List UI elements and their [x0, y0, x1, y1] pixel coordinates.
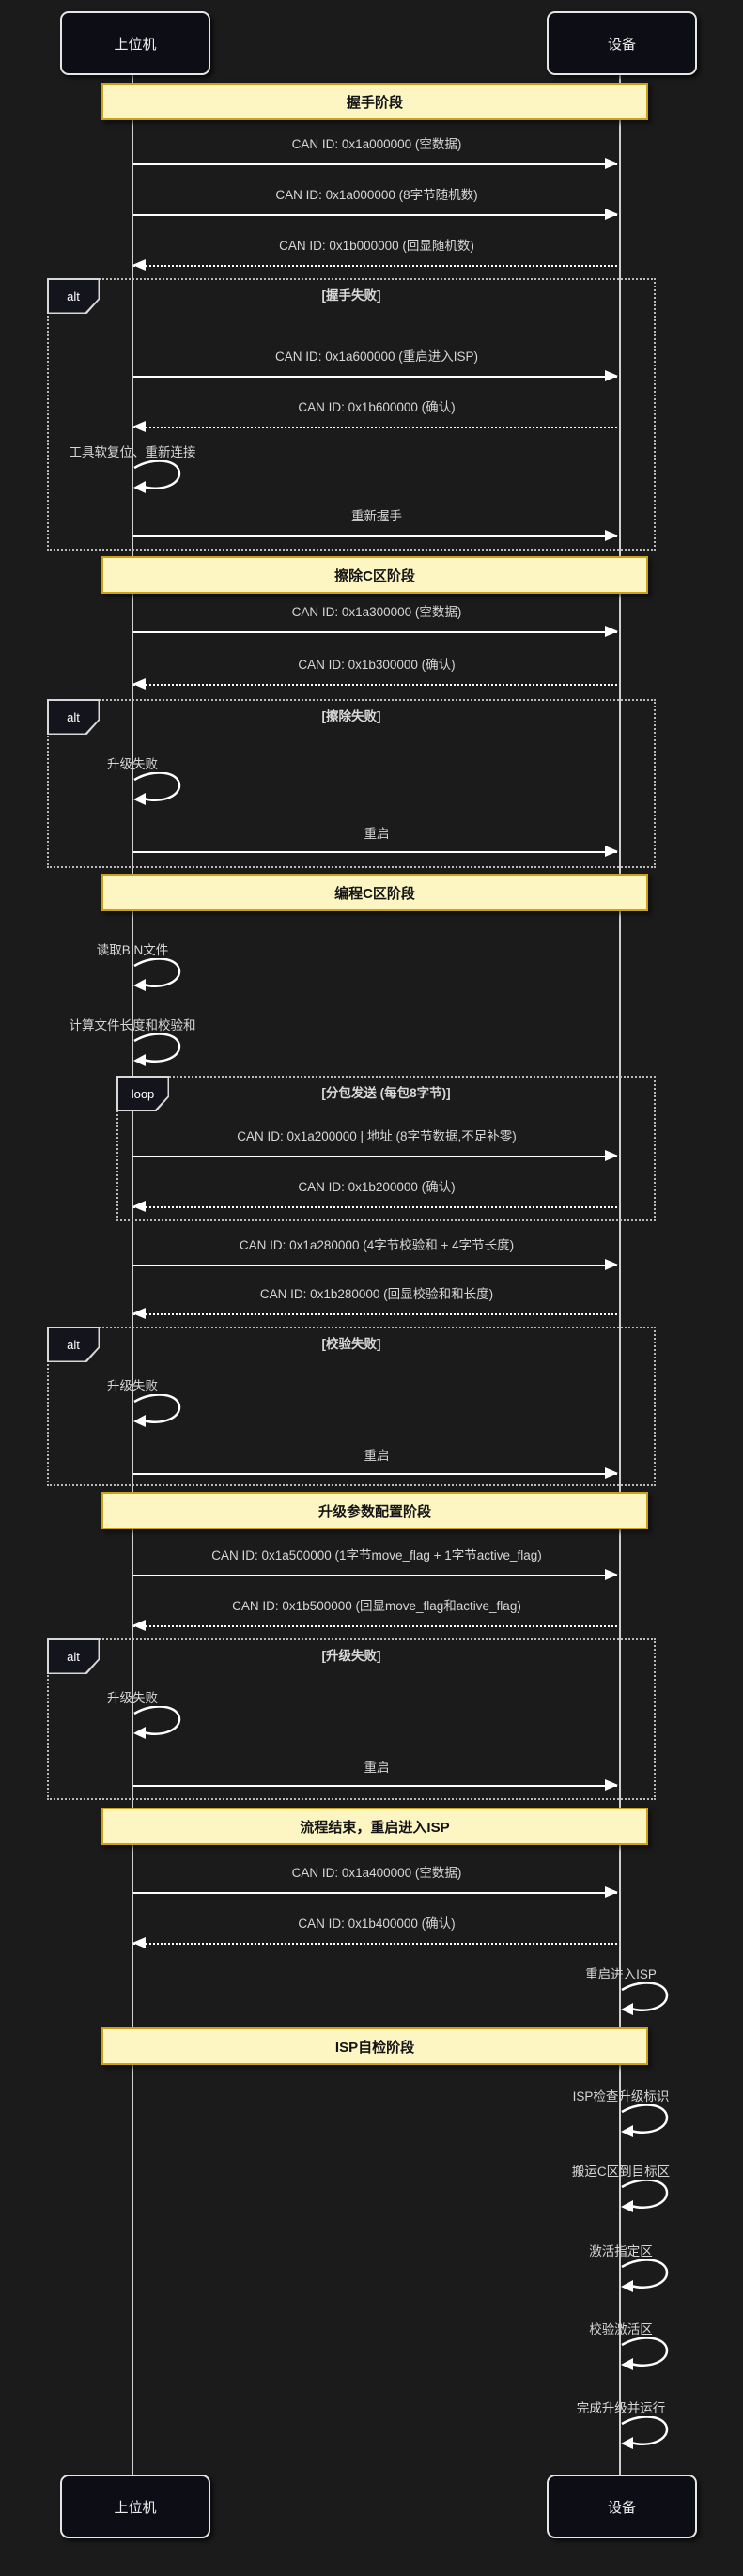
phase-note-erase: 擦除C区阶段	[101, 556, 648, 594]
self-message-label: 搬运C区到目标区	[571, 2165, 671, 2179]
self-message-label: 激活指定区	[589, 2244, 653, 2258]
self-message-label: 重启进入ISP	[585, 1967, 657, 1981]
alt-frame-verify-fail: alt [校验失败]	[47, 1327, 656, 1486]
message-label: CAN ID: 0x1b200000 (确认)	[298, 1180, 456, 1194]
self-message-label: 升级失败	[107, 1691, 158, 1705]
message-label: CAN ID: 0x1a200000 | 地址 (8字节数据,不足补零)	[237, 1129, 517, 1143]
lifeline-device	[619, 73, 621, 2475]
frame-label-text: alt	[48, 279, 99, 313]
message-label: CAN ID: 0x1a500000 (1字节move_flag + 1字节ac…	[211, 1548, 542, 1562]
frame-label-text: alt	[48, 700, 99, 734]
self-loop-arrow	[133, 460, 181, 493]
self-loop-arrow	[133, 772, 181, 805]
message-label: CAN ID: 0x1a000000 (空数据)	[291, 137, 462, 151]
message-arrow-right	[133, 846, 618, 857]
message-arrow-right	[133, 530, 618, 541]
message-label: CAN ID: 0x1b000000 (回显随机数)	[279, 239, 474, 253]
frame-label-text: alt	[48, 1639, 99, 1673]
self-message-label: 计算文件长度和校验和	[69, 1018, 196, 1032]
phase-note-program: 编程C区阶段	[101, 874, 648, 911]
message-label: CAN ID: 0x1a600000 (重启进入ISP)	[274, 349, 479, 364]
frame-label-text: alt	[48, 1327, 99, 1361]
frame-condition: [分包发送 (每包8字节)]	[321, 1086, 451, 1100]
self-message-label: 校验激活区	[589, 2322, 653, 2336]
message-label: CAN ID: 0x1b400000 (确认)	[298, 1916, 456, 1931]
self-loop-arrow	[133, 1706, 181, 1739]
self-loop-arrow	[133, 1394, 181, 1427]
message-label: CAN ID: 0x1a280000 (4字节校验和 + 4字节长度)	[239, 1238, 515, 1252]
message-label: CAN ID: 0x1a300000 (空数据)	[291, 605, 462, 619]
frame-label: alt	[47, 1327, 100, 1362]
phase-note-handshake: 握手阶段	[101, 83, 648, 120]
phase-note-params: 升级参数配置阶段	[101, 1492, 648, 1529]
message-arrow-left	[132, 259, 617, 271]
frame-label: alt	[47, 278, 100, 314]
message-arrow-left	[132, 1201, 617, 1212]
self-loop-arrow	[133, 1033, 181, 1066]
message-arrow-right	[133, 370, 618, 381]
message-arrow-right	[133, 1467, 618, 1479]
frame-condition: [握手失败]	[321, 288, 381, 303]
frame-condition: [擦除失败]	[321, 709, 381, 723]
self-message-label: ISP检查升级标识	[572, 2089, 670, 2103]
loop-frame-packets: loop [分包发送 (每包8字节)]	[116, 1076, 656, 1221]
message-arrow-right	[133, 1569, 618, 1580]
message-label: CAN ID: 0x1b500000 (回显move_flag和active_f…	[232, 1599, 521, 1613]
message-label: 重新握手	[351, 509, 402, 523]
phase-note-finish: 流程结束，重启进入ISP	[101, 1808, 648, 1845]
message-label: CAN ID: 0x1a400000 (空数据)	[291, 1866, 462, 1880]
actor-host-top: 上位机	[60, 11, 210, 75]
message-label: CAN ID: 0x1b300000 (确认)	[298, 658, 456, 672]
frame-label: alt	[47, 699, 100, 735]
alt-frame-upgrade-fail: alt [升级失败]	[47, 1638, 656, 1800]
message-arrow-right	[133, 158, 618, 169]
self-loop-arrow	[621, 2416, 669, 2449]
self-loop-arrow	[621, 2180, 669, 2212]
message-label: CAN ID: 0x1b600000 (确认)	[298, 400, 456, 414]
self-message-label: 升级失败	[107, 757, 158, 771]
self-message-label: 读取BIN文件	[96, 943, 169, 957]
message-arrow-left	[132, 1308, 617, 1319]
message-arrow-left	[132, 1620, 617, 1631]
message-arrow-right	[133, 209, 618, 220]
frame-label-text: loop	[117, 1077, 168, 1110]
message-label: 重启	[364, 827, 390, 841]
message-arrow-right	[133, 1886, 618, 1898]
message-arrow-right	[133, 1150, 618, 1161]
message-arrow-left	[132, 678, 617, 690]
alt-frame-handshake-fail: alt [握手失败]	[47, 278, 656, 551]
message-arrow-left	[132, 421, 617, 432]
actor-device-bottom: 设备	[547, 2475, 697, 2538]
alt-frame-erase-fail: alt [擦除失败]	[47, 699, 656, 868]
message-arrow-left	[132, 1937, 617, 1948]
self-loop-arrow	[621, 2104, 669, 2137]
phase-note-isp-check: ISP自检阶段	[101, 2027, 648, 2065]
message-arrow-right	[133, 1779, 618, 1791]
actor-device-top: 设备	[547, 11, 697, 75]
lifeline-host	[132, 73, 133, 2475]
self-message-label: 完成升级并运行	[576, 2401, 666, 2415]
message-label: 重启	[364, 1449, 390, 1463]
self-loop-arrow	[133, 958, 181, 991]
self-loop-arrow	[621, 1982, 669, 2015]
self-message-label: 升级失败	[107, 1379, 158, 1393]
frame-label: loop	[116, 1076, 169, 1111]
message-arrow-right	[133, 1259, 618, 1270]
frame-condition: [校验失败]	[321, 1337, 381, 1351]
self-loop-arrow	[621, 2337, 669, 2370]
message-label: CAN ID: 0x1b280000 (回显校验和和长度)	[259, 1287, 494, 1301]
self-message-label: 工具软复位、重新连接	[69, 445, 196, 459]
self-loop-arrow	[621, 2259, 669, 2292]
frame-label: alt	[47, 1638, 100, 1674]
message-label: CAN ID: 0x1a000000 (8字节随机数)	[275, 188, 478, 202]
frame-condition: [升级失败]	[321, 1649, 381, 1663]
actor-host-bottom: 上位机	[60, 2475, 210, 2538]
message-label: 重启	[364, 1761, 390, 1775]
message-arrow-right	[133, 626, 618, 637]
